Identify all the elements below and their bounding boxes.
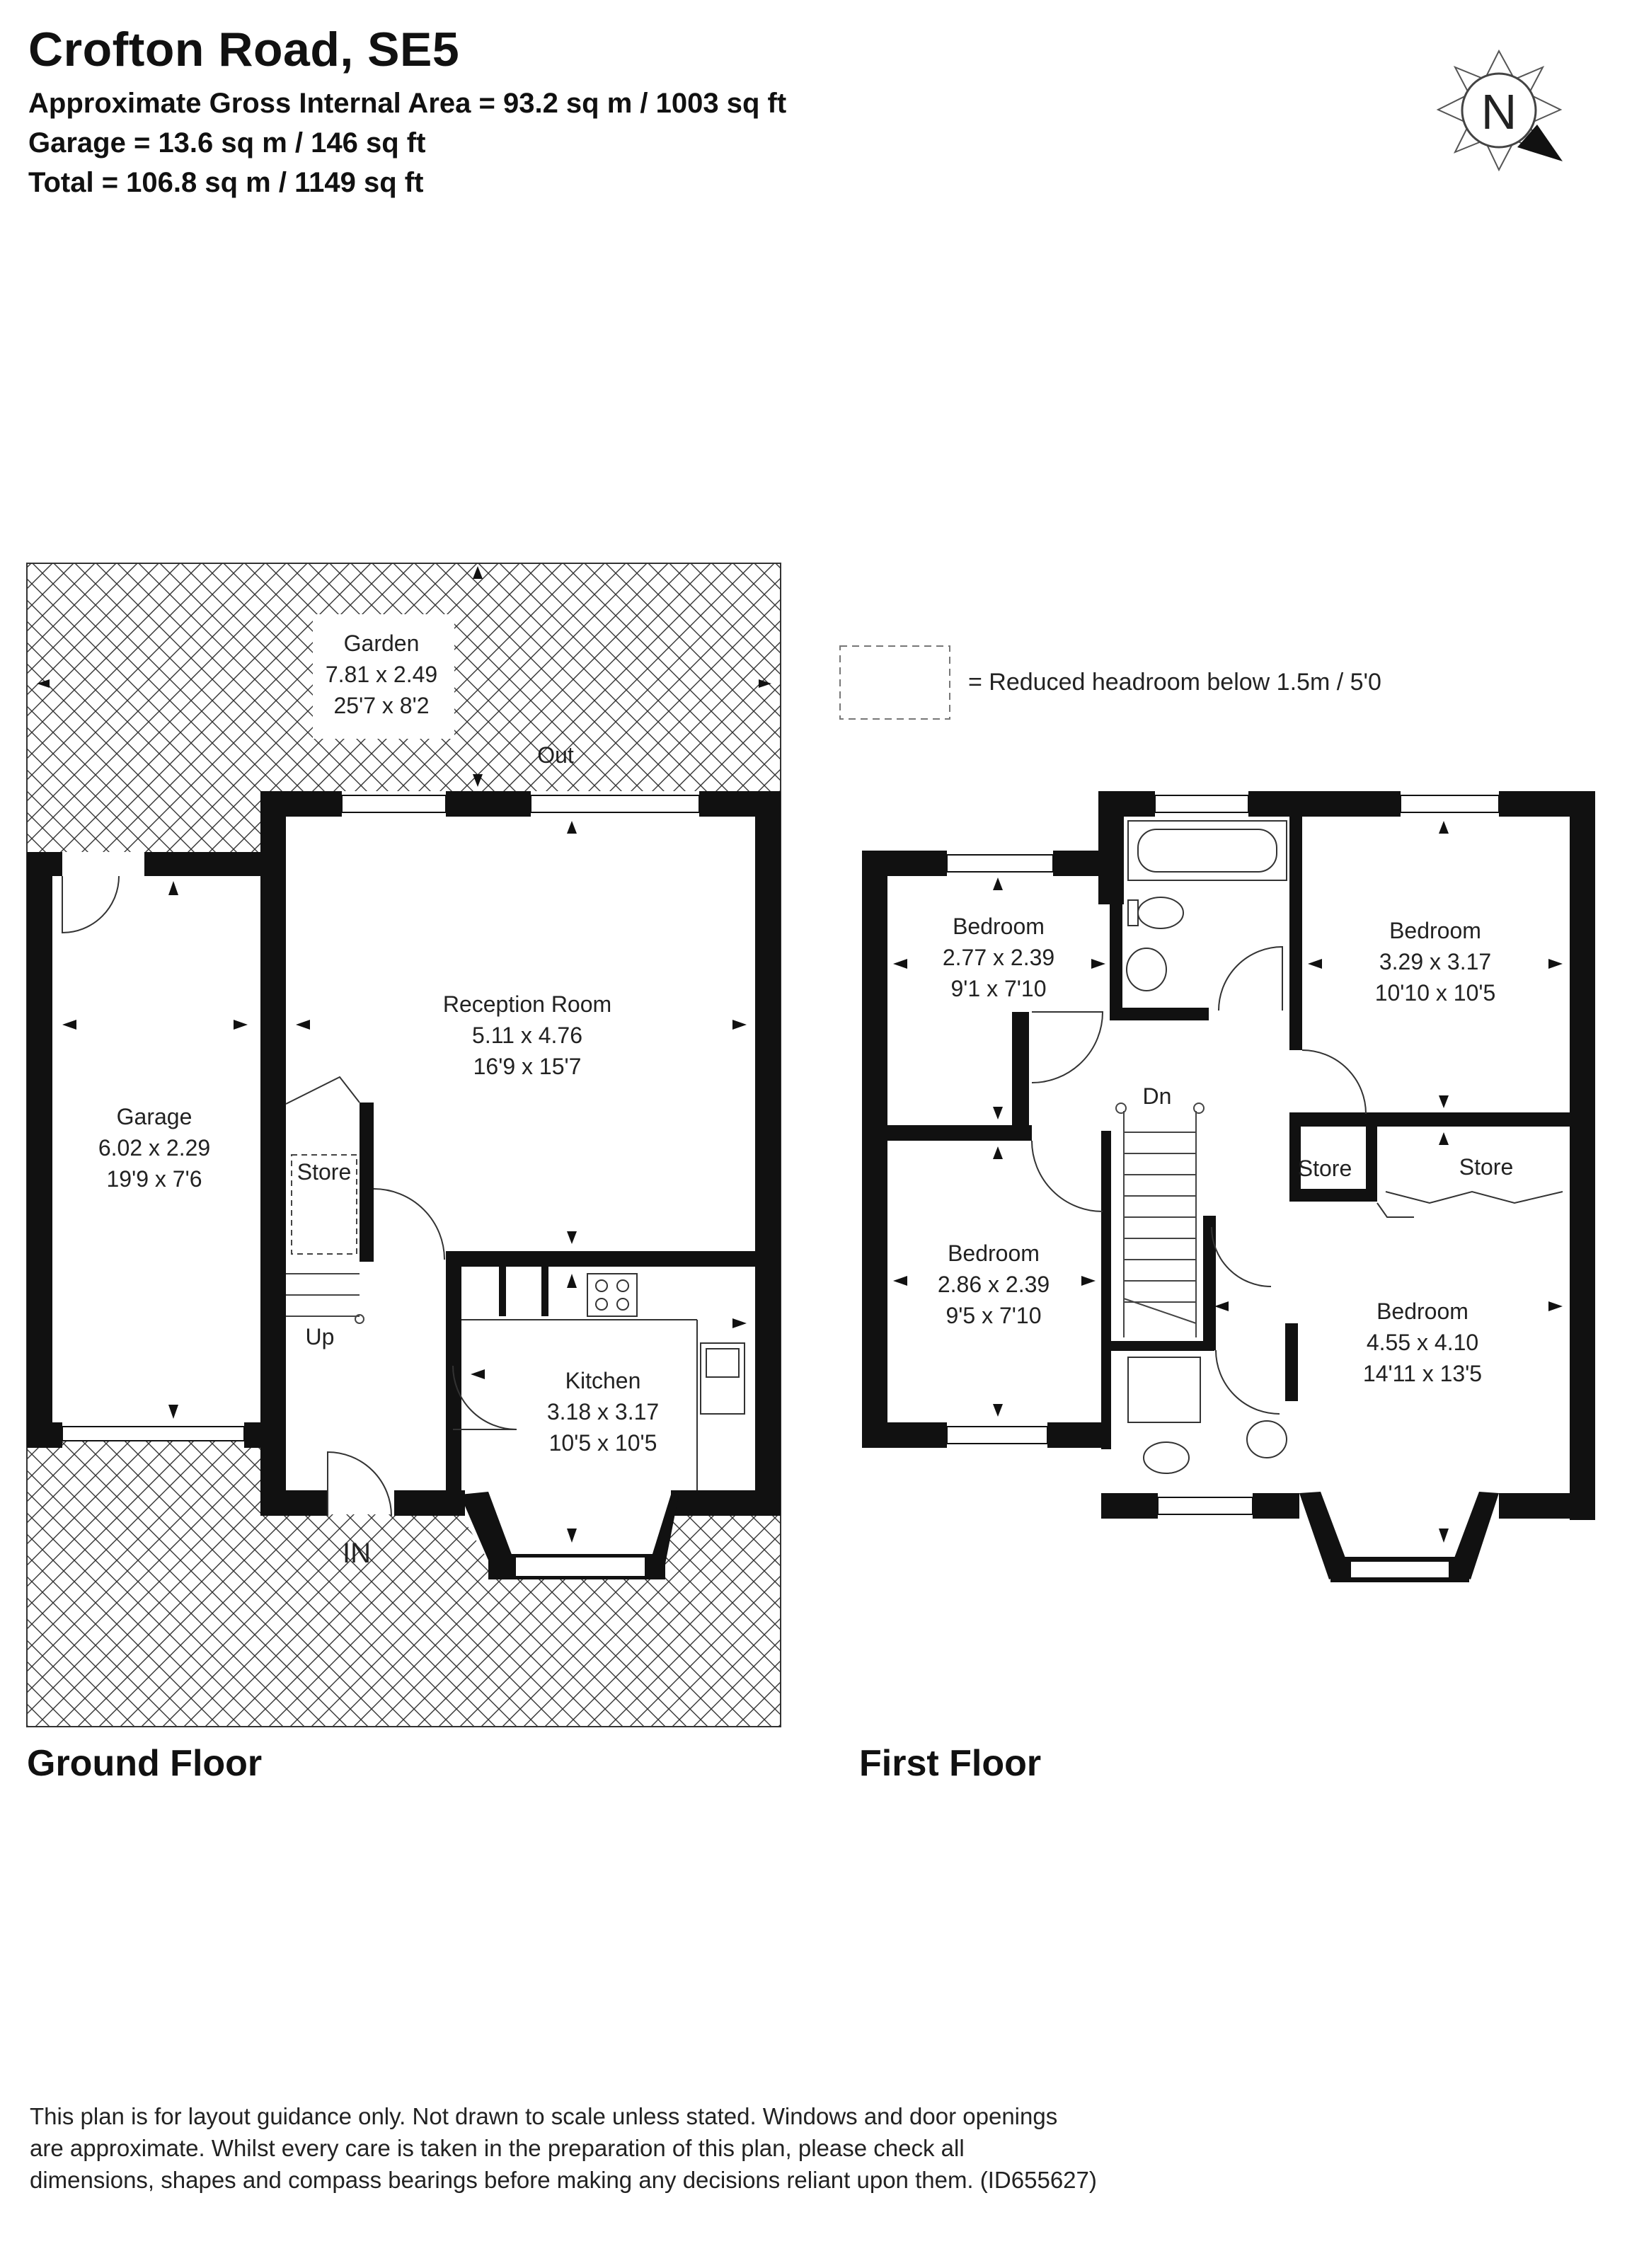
garden-name: Garden (344, 631, 420, 656)
bedroom-se-name: Bedroom (1376, 1299, 1468, 1324)
store-large-name: Store (1459, 1154, 1513, 1180)
out-label: Out (537, 742, 574, 768)
bedroom-nw-metric: 2.77 x 2.39 (943, 945, 1054, 970)
bedroom-nw-name: Bedroom (953, 914, 1045, 939)
bedroom-se-imperial: 14'11 x 13'5 (1363, 1361, 1482, 1386)
sink-icon (700, 1342, 745, 1415)
bath-icon (1127, 820, 1287, 881)
north-arrow-icon (1517, 125, 1563, 161)
bedroom-ne-metric: 3.29 x 3.17 (1379, 949, 1491, 974)
bedroom-ne-name: Bedroom (1389, 918, 1481, 943)
bedroom-sw-imperial: 9'5 x 7'10 (946, 1303, 1042, 1328)
first-floor-windows (946, 795, 1500, 1579)
compass-icon: N (1436, 49, 1563, 172)
basin-icon (1126, 948, 1167, 991)
first-floor-plan: Bedroom 2.77 x 2.39 9'1 x 7'10 Bedroom 3… (862, 791, 1595, 1582)
entrance-label: IN (343, 1538, 371, 1569)
bedroom-sw-metric: 2.86 x 2.39 (938, 1272, 1050, 1297)
ensuite-toilet-icon (1143, 1441, 1190, 1474)
disclaimer: This plan is for layout guidance only. N… (30, 2100, 1587, 2196)
bedroom-nw-imperial: 9'1 x 7'10 (951, 976, 1047, 1001)
first-floor-room-labels: Bedroom 2.77 x 2.39 9'1 x 7'10 Bedroom 3… (938, 914, 1513, 1386)
kitchen-metric: 3.18 x 3.17 (547, 1399, 659, 1424)
reception-name: Reception Room (443, 991, 611, 1017)
first-floor-dimension-arrows (893, 821, 1563, 1543)
disclaimer-line: are approximate. Whilst every care is ta… (30, 2135, 965, 2161)
page-title: Crofton Road, SE5 (28, 23, 460, 76)
gross-internal-area: Approximate Gross Internal Area = 93.2 s… (28, 88, 787, 119)
reduced-headroom-swatch (839, 645, 950, 720)
header: Crofton Road, SE5 Approximate Gross Inte… (28, 21, 786, 202)
first-floor-doors (1031, 945, 1563, 1415)
first-floor-label: First Floor (859, 1743, 1042, 1784)
hob-icon (587, 1273, 638, 1317)
kitchen-fixtures (461, 1273, 745, 1490)
ground-floor-plan: Garden 7.81 x 2.49 25'7 x 8'2 Garage 6.0… (26, 563, 781, 1727)
store-name: Store (297, 1159, 351, 1185)
area-summary: Approximate Gross Internal Area = 93.2 s… (28, 84, 786, 202)
total-area: Total = 106.8 sq m / 1149 sq ft (28, 167, 424, 198)
kitchen-imperial: 10'5 x 10'5 (549, 1430, 657, 1456)
bedroom-se-metric: 4.55 x 4.10 (1367, 1330, 1478, 1355)
first-floor-stairs (1115, 1103, 1205, 1337)
ground-floor-doors (62, 875, 517, 1516)
reception-metric: 5.11 x 4.76 (472, 1023, 582, 1048)
ground-floor-stairs (286, 1154, 364, 1324)
shower-icon (1127, 1357, 1201, 1423)
reduced-headroom-legend-text: = Reduced headroom below 1.5m / 5'0 (968, 669, 1381, 696)
ground-floor-room-labels: Garden 7.81 x 2.49 25'7 x 8'2 Garage 6.0… (98, 631, 659, 1569)
bedroom-ne-imperial: 10'10 x 10'5 (1375, 980, 1496, 1006)
garden-imperial: 25'7 x 8'2 (334, 693, 430, 718)
ground-floor-label: Ground Floor (27, 1743, 263, 1784)
reception-imperial: 16'9 x 15'7 (473, 1054, 582, 1079)
ground-floor-dimension-arrows (37, 566, 771, 1543)
ground-floor-windows (62, 795, 700, 1577)
headroom-legend: = Reduced headroom below 1.5m / 5'0 (839, 645, 1381, 720)
bedroom-sw-name: Bedroom (948, 1241, 1040, 1266)
store-small-name: Store (1298, 1156, 1352, 1181)
up-label: Up (306, 1324, 335, 1349)
down-label: Dn (1143, 1083, 1172, 1109)
ensuite-basin-icon (1246, 1420, 1287, 1458)
disclaimer-line: This plan is for layout guidance only. N… (30, 2103, 1058, 2129)
garage-area: Garage = 13.6 sq m / 146 sq ft (28, 127, 426, 159)
disclaimer-line: dimensions, shapes and compass bearings … (30, 2167, 1097, 2193)
ground-floor-walls (27, 791, 781, 1579)
compass-north-label: N (1481, 84, 1517, 139)
garage-metric: 6.02 x 2.29 (98, 1135, 210, 1161)
garage-imperial: 19'9 x 7'6 (107, 1166, 202, 1192)
garden-metric: 7.81 x 2.49 (326, 662, 437, 687)
bathroom-fixtures (1126, 820, 1287, 1474)
kitchen-name: Kitchen (565, 1368, 641, 1393)
garage-name: Garage (117, 1104, 192, 1129)
garden-label-box (313, 614, 454, 739)
